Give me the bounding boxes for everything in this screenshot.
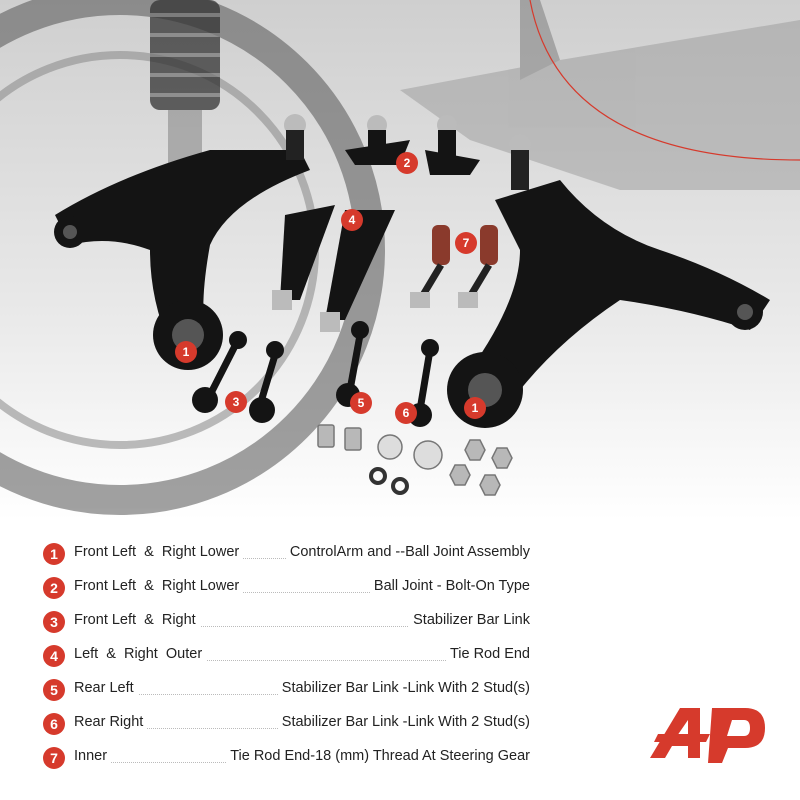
legend-row: 5 Rear Left Stabilizer Bar Link -Link Wi… [40, 674, 540, 708]
legend-row: 7 Inner Tie Rod End-18 (mm) Thread At St… [40, 742, 540, 776]
item-position: Left & Right Outer [74, 646, 207, 662]
svg-text:7: 7 [463, 236, 470, 250]
svg-text:1: 1 [472, 401, 479, 415]
product-photo: 1 2 4 7 1 3 5 6 [0, 0, 800, 520]
legend-row: 4 Left & Right Outer Tie Rod End [40, 640, 540, 674]
inner-tie-rods [410, 225, 498, 308]
item-description: Stabilizer Bar Link -Link With 2 Stud(s) [277, 714, 530, 730]
item-number-badge: 5 [43, 679, 65, 701]
legend-row: 1 Front Left & Right Lower ControlArm an… [40, 538, 540, 572]
item-position: Front Left & Right [74, 612, 200, 628]
callout-badge: 4 [341, 209, 363, 231]
item-position: Rear Left [74, 680, 138, 696]
item-number-badge: 6 [43, 713, 65, 735]
callout-badge: 7 [455, 232, 477, 254]
hardware [317, 424, 513, 496]
item-number-badge: 1 [43, 543, 65, 565]
legend-row: 6 Rear Right Stabilizer Bar Link -Link W… [40, 708, 540, 742]
item-description: ControlArm and --Ball Joint Assembly [285, 544, 530, 560]
item-number-badge: 7 [43, 747, 65, 769]
item-number-badge: 4 [43, 645, 65, 667]
callout-badge: 2 [396, 152, 418, 174]
red-accent-line [529, 0, 800, 161]
svg-text:1: 1 [183, 345, 190, 359]
item-number-badge: 3 [43, 611, 65, 633]
background-frame [400, 0, 800, 190]
callout-badge: 6 [395, 402, 417, 424]
svg-text:3: 3 [233, 395, 240, 409]
item-number-badge: 2 [43, 577, 65, 599]
outer-tie-rod-ends [272, 205, 395, 332]
leader-dots [74, 592, 530, 593]
svg-text:5: 5 [358, 396, 365, 410]
item-description: Tie Rod End [445, 646, 530, 662]
item-position: Inner [74, 748, 112, 764]
right-control-arm [447, 134, 770, 428]
item-description: Stabilizer Bar Link -Link With 2 Stud(s) [277, 680, 530, 696]
callout-badge: 3 [225, 391, 247, 413]
svg-text:2: 2 [404, 156, 411, 170]
callout-badge: 5 [350, 392, 372, 414]
item-position: Rear Right [74, 714, 148, 730]
item-position: Front Left & Right Lower [74, 544, 244, 560]
ball-joints [345, 115, 480, 175]
item-description: Tie Rod End-18 (mm) Thread At Steering G… [226, 748, 530, 764]
leader-dots [74, 660, 530, 661]
callout-badge: 1 [464, 397, 486, 419]
svg-text:6: 6 [403, 406, 410, 420]
suspension-kit-illustration: 1 2 4 7 1 3 5 6 [0, 0, 800, 520]
item-position: Front Left & Right Lower [74, 578, 244, 594]
callout-badge: 1 [175, 341, 197, 363]
brand-logo-icon [650, 708, 765, 763]
item-description: Ball Joint - Bolt-On Type [369, 578, 530, 594]
svg-text:4: 4 [349, 213, 356, 227]
item-description: Stabilizer Bar Link [409, 612, 530, 628]
parts-legend: 1 Front Left & Right Lower ControlArm an… [40, 538, 540, 776]
leader-dots [74, 626, 530, 627]
legend-row: 3 Front Left & Right Stabilizer Bar Link [40, 606, 540, 640]
legend-row: 2 Front Left & Right Lower Ball Joint - … [40, 572, 540, 606]
brand-logo [650, 708, 770, 773]
